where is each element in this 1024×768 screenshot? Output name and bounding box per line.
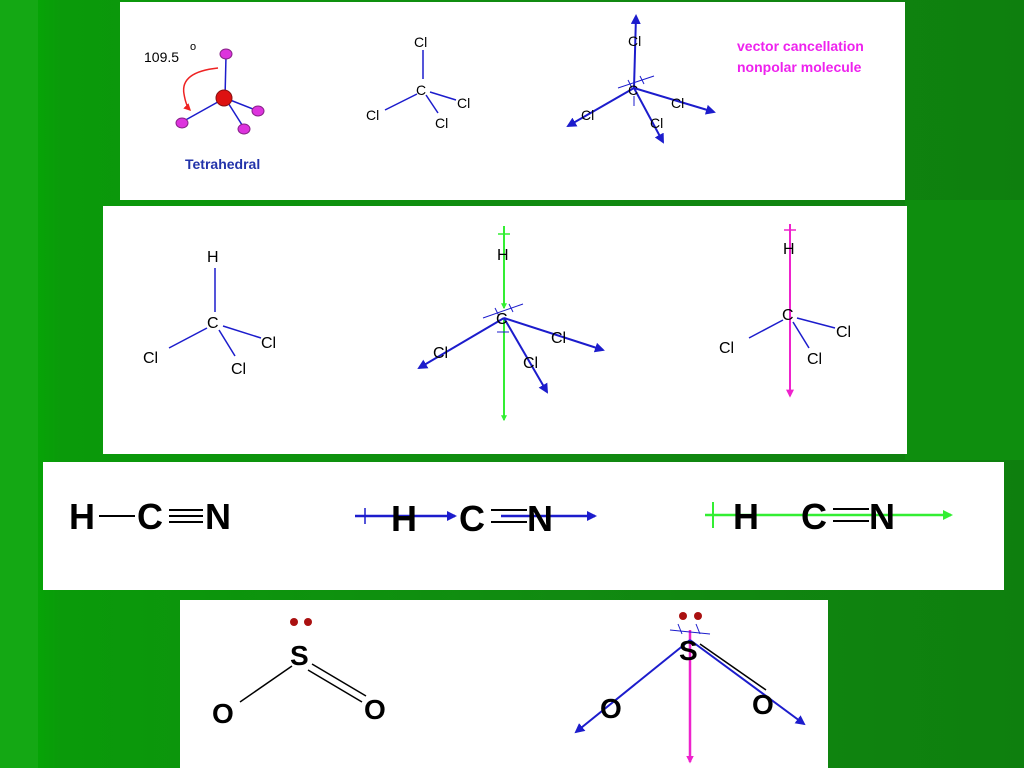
ccl4-structure: C Cl Cl Cl Cl [366,34,470,131]
chcl3v-cl-right: Cl [551,330,566,347]
so2-vectors: S O O [574,612,806,764]
angle-degree: o [190,41,196,53]
ccl4v-cl-left: Cl [581,107,594,123]
so2v-sulfur: S [679,635,698,666]
panel3-svg: H C N H C N H C N [69,496,953,539]
hcnv-carbon: C [459,498,485,539]
hcn-net-dipole: H C N [705,496,953,537]
hcn-vectors: H C N [355,498,597,539]
ccl4v-cl-top: Cl [628,33,641,49]
lone-pair-dot [304,618,312,626]
chcl3v-cl-left: Cl [433,345,448,362]
atom-top [219,48,233,60]
atom-left [175,117,189,129]
hcn-structure: H C N [69,496,231,537]
lone-pair-dot [679,612,687,620]
ccl4v-carbon: C [628,82,638,98]
chcl3-cl-left: Cl [143,350,158,367]
chcl3-cl-bottom: Cl [231,361,246,378]
so2-oxygen-left: O [212,698,234,729]
chcl3-structure: H C Cl Cl Cl [143,249,276,378]
so2-sulfur: S [290,640,309,671]
panel-tetrahedral-ccl4: 109.5 o Tetrahedral C Cl Cl Cl Cl C Cl C… [120,2,905,200]
hcn-nitrogen: N [205,496,231,537]
ccl4-cl-left: Cl [366,107,379,123]
panel1-svg: 109.5 o Tetrahedral C Cl Cl Cl Cl C Cl C… [144,14,864,172]
tetrahedral-model [175,48,265,135]
atom-right [251,105,265,117]
hcnn-hydrogen: H [733,496,759,537]
chcl3-net-dipole: H C Cl Cl Cl [719,224,851,398]
bg-stripe-right [905,200,1024,460]
so2-oxygen-right: O [364,694,386,725]
panel-chcl3: H C Cl Cl Cl H C Cl Cl Cl H C Cl Cl Cl [103,206,907,454]
chcl3n-cl-right: Cl [836,324,851,341]
ccl4-cl-bottom: Cl [435,115,448,131]
ccl4v-cl-bottom: Cl [650,115,663,131]
panel4-svg: S O O S O O [212,612,806,764]
ccl4-carbon: C [416,82,426,98]
hcnv-nitrogen: N [527,498,553,539]
chcl3-carbon: C [207,315,219,332]
ccl4-cl-top: Cl [414,34,427,50]
atom-bottom [237,123,251,135]
angle-label: 109.5 [144,49,179,65]
hcnv-hydrogen: H [391,498,417,539]
bg-stripe-left [0,0,38,768]
hcn-carbon: C [137,496,163,537]
lone-pair-dot [290,618,298,626]
panel2-svg: H C Cl Cl Cl H C Cl Cl Cl H C Cl Cl Cl [143,224,851,422]
chcl3v-cl-bottom: Cl [523,355,538,372]
lone-pair-dot [694,612,702,620]
hcnn-nitrogen: N [869,496,895,537]
atom-center [215,89,233,107]
chcl3n-carbon: C [782,307,794,324]
chcl3v-hydrogen: H [497,247,509,264]
ccl4-vectors: C Cl Cl Cl Cl [566,14,716,144]
so2v-oxygen-left: O [600,693,622,724]
hcn-hydrogen: H [69,496,95,537]
note-line2: nonpolar molecule [737,59,862,75]
chcl3n-cl-bottom: Cl [807,351,822,368]
ccl4-cl-right: Cl [457,95,470,111]
ccl4v-cl-right: Cl [671,95,684,111]
tetrahedral-caption: Tetrahedral [185,156,260,172]
panel-so2: S O O S O O [180,600,828,768]
chcl3v-carbon: C [496,311,508,328]
so2-structure: S O O [212,618,386,729]
so2v-oxygen-right: O [752,689,774,720]
chcl3-vectors: H C Cl Cl Cl [417,226,605,422]
chcl3n-cl-left: Cl [719,340,734,357]
chcl3n-hydrogen: H [783,241,795,258]
angle-arrow [182,67,219,112]
panel-hcn: H C N H C N H C N [43,462,1004,590]
chcl3-cl-right: Cl [261,335,276,352]
chcl3-hydrogen: H [207,249,219,266]
note-line1: vector cancellation [737,38,864,54]
hcnn-carbon: C [801,496,827,537]
